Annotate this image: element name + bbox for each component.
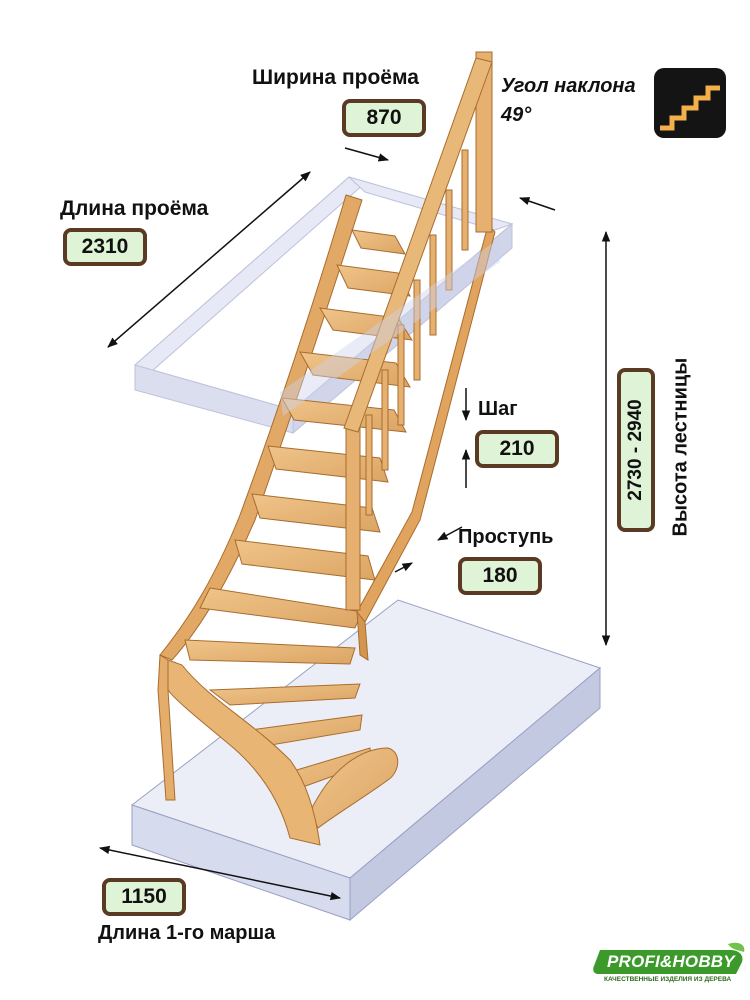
opening-length-label: Длина проёма [60,197,209,220]
stair-height-label: Высота лестницы [669,357,692,537]
opening-width-label: Ширина проёма [252,66,419,89]
outer-stringer [159,194,363,661]
opening-width-dimension [344,147,556,211]
brand-tagline: КАЧЕСТВЕННЫЕ ИЗДЕЛИЯ ИЗ ДЕРЕВА [604,976,732,983]
brand-name: PROFI&HOBBY [607,952,735,971]
first-flight-dimension [98,845,342,901]
tread-depth-dimension [394,526,463,573]
first-flight-value: 1150 [102,878,186,916]
incline-angle-label: Угол наклона [501,75,636,97]
opening-length-dimension [107,171,311,348]
opening-overlay [280,238,500,416]
tread-depth-value: 180 [458,557,542,595]
opening-width-value: 870 [342,99,426,137]
tread-depth-label: Проступь [458,526,554,548]
incline-angle-value: 49° [501,104,532,126]
step-rise-value: 210 [475,430,559,468]
step-rise-label: Шаг [478,398,518,420]
inner-stringer [356,224,496,661]
balusters [365,149,469,516]
handrail [343,57,493,433]
first-flight-label: Длина 1-го марша [98,922,276,944]
brand-logo [593,942,745,974]
stairs-icon [660,85,720,131]
opening-length-value: 2310 [63,228,147,266]
stair-height-value: 2730 - 2940 [617,368,655,532]
lower-curved-stringer [157,654,321,846]
winder-treads [184,587,399,829]
